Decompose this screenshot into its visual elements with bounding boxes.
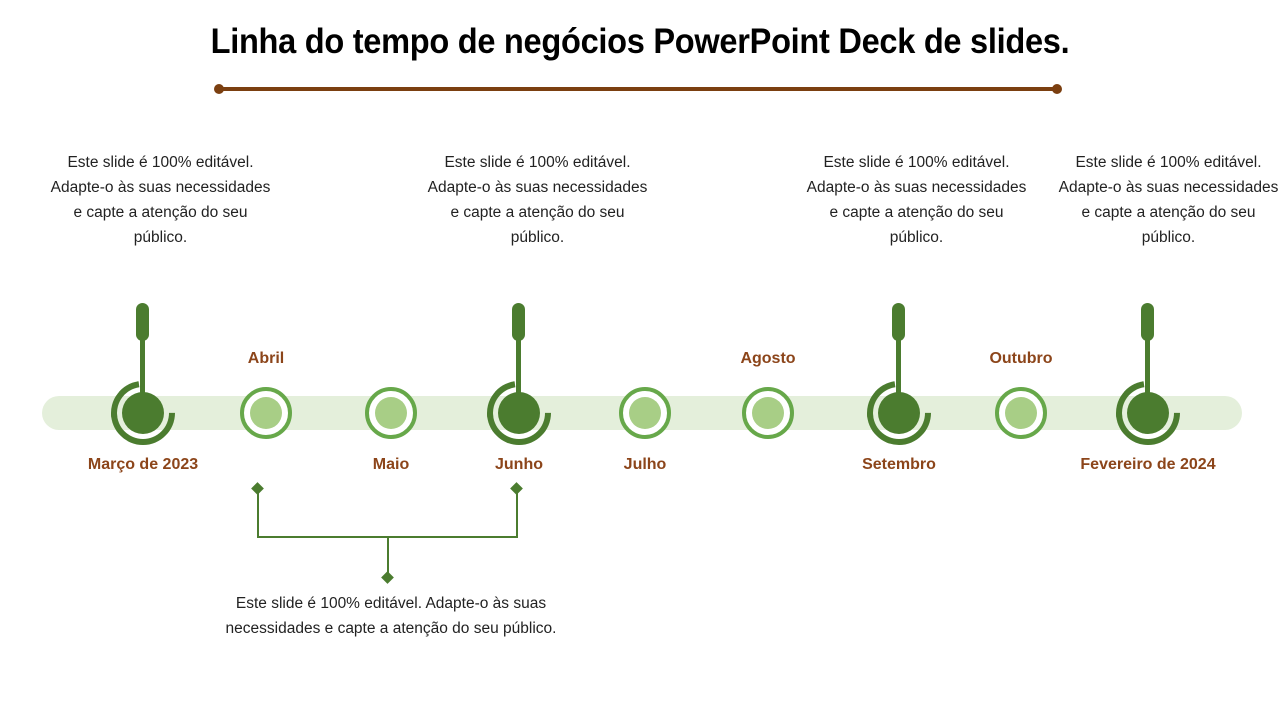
milestone-label-fevereiro-de-2024: Fevereiro de 2024 [1080,456,1216,473]
milestone-disc-icon [122,392,164,434]
milestone-pin-icon [136,303,149,341]
bracket-diamond-center-icon [381,571,394,584]
title-divider-rule [222,87,1056,91]
milestone-maio[interactable] [365,387,417,439]
milestone-outubro[interactable] [995,387,1047,439]
bracket-stem-center [387,536,389,576]
description-block-1: Este slide é 100% editável. Adapte-o às … [50,154,271,246]
milestone-disc-icon [1127,392,1169,434]
milestone-label-marco-de-2023: Março de 2023 [87,456,199,473]
milestone-stem-icon [140,330,145,412]
page-title: Linha do tempo de negócios PowerPoint De… [210,22,1070,61]
description-block-2: Este slide é 100% editável. Adapte-o às … [427,154,648,246]
milestone-julho[interactable] [619,387,671,439]
description-block-bottom: Este slide é 100% editável. Adapte-o às … [225,595,557,637]
milestone-label-junho: Junho [495,456,543,473]
milestone-label-outubro: Outubro [989,350,1053,367]
milestone-label-agosto: Agosto [740,350,796,367]
milestone-abril[interactable] [240,387,292,439]
milestone-label-setembro: Setembro [862,456,936,473]
description-block-4: Este slide é 100% editável. Adapte-o às … [1058,154,1279,246]
milestone-disc-icon [498,392,540,434]
bracket-stem-right [516,489,518,537]
bracket-stem-left [257,489,259,537]
milestone-agosto[interactable] [742,387,794,439]
milestone-label-julho: Julho [623,456,667,473]
title-divider-cap-left-icon [214,84,224,94]
milestone-label-abril: Abril [247,350,285,367]
milestone-pin-icon [1141,303,1154,341]
milestone-stem-icon [896,330,901,412]
description-block-3: Este slide é 100% editável. Adapte-o às … [806,154,1027,246]
title-divider-cap-right-icon [1052,84,1062,94]
milestone-label-maio: Maio [372,456,410,473]
milestone-stem-icon [1145,330,1150,412]
milestone-pin-icon [512,303,525,341]
milestone-stem-icon [516,330,521,412]
milestone-disc-icon [878,392,920,434]
milestone-pin-icon [892,303,905,341]
